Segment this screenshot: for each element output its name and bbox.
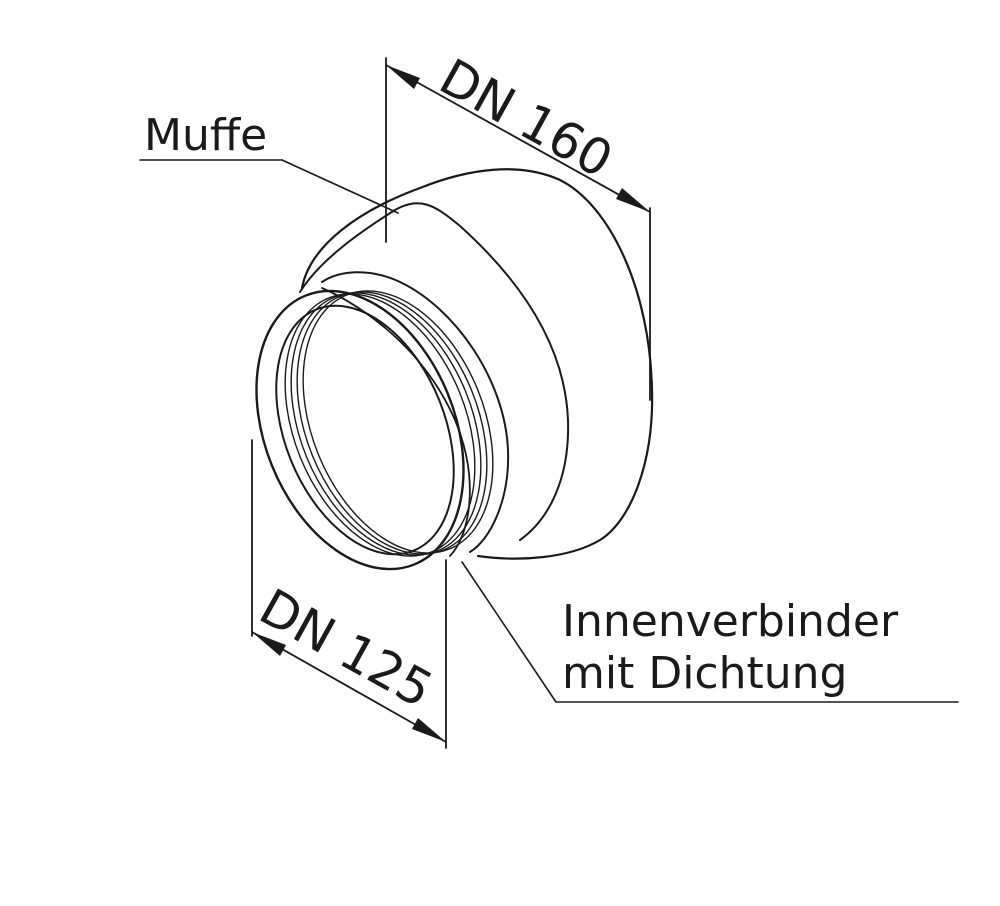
arrowhead-dn160-right bbox=[616, 188, 650, 212]
inner-connector-label-line1: Innenverbinder bbox=[562, 596, 899, 647]
arrowhead-dn125-left bbox=[252, 632, 286, 656]
arrowhead-dn160-left bbox=[386, 65, 420, 89]
dimension-dn160: DN 160 bbox=[385, 48, 651, 401]
dn160-label: DN 160 bbox=[430, 48, 622, 190]
dimension-dn125: DN 125 bbox=[250, 439, 447, 749]
muffe-label: Muffe bbox=[144, 110, 267, 161]
arrowhead-dn125-right bbox=[412, 718, 446, 742]
leader-inner-connector: Innenverbinder mit Dichtung bbox=[461, 561, 959, 703]
inner-connector-label-line2: mit Dichtung bbox=[562, 648, 847, 699]
socket-body bbox=[299, 168, 654, 560]
inner-connector bbox=[255, 287, 494, 571]
leader-muffe: Muffe bbox=[139, 110, 399, 214]
